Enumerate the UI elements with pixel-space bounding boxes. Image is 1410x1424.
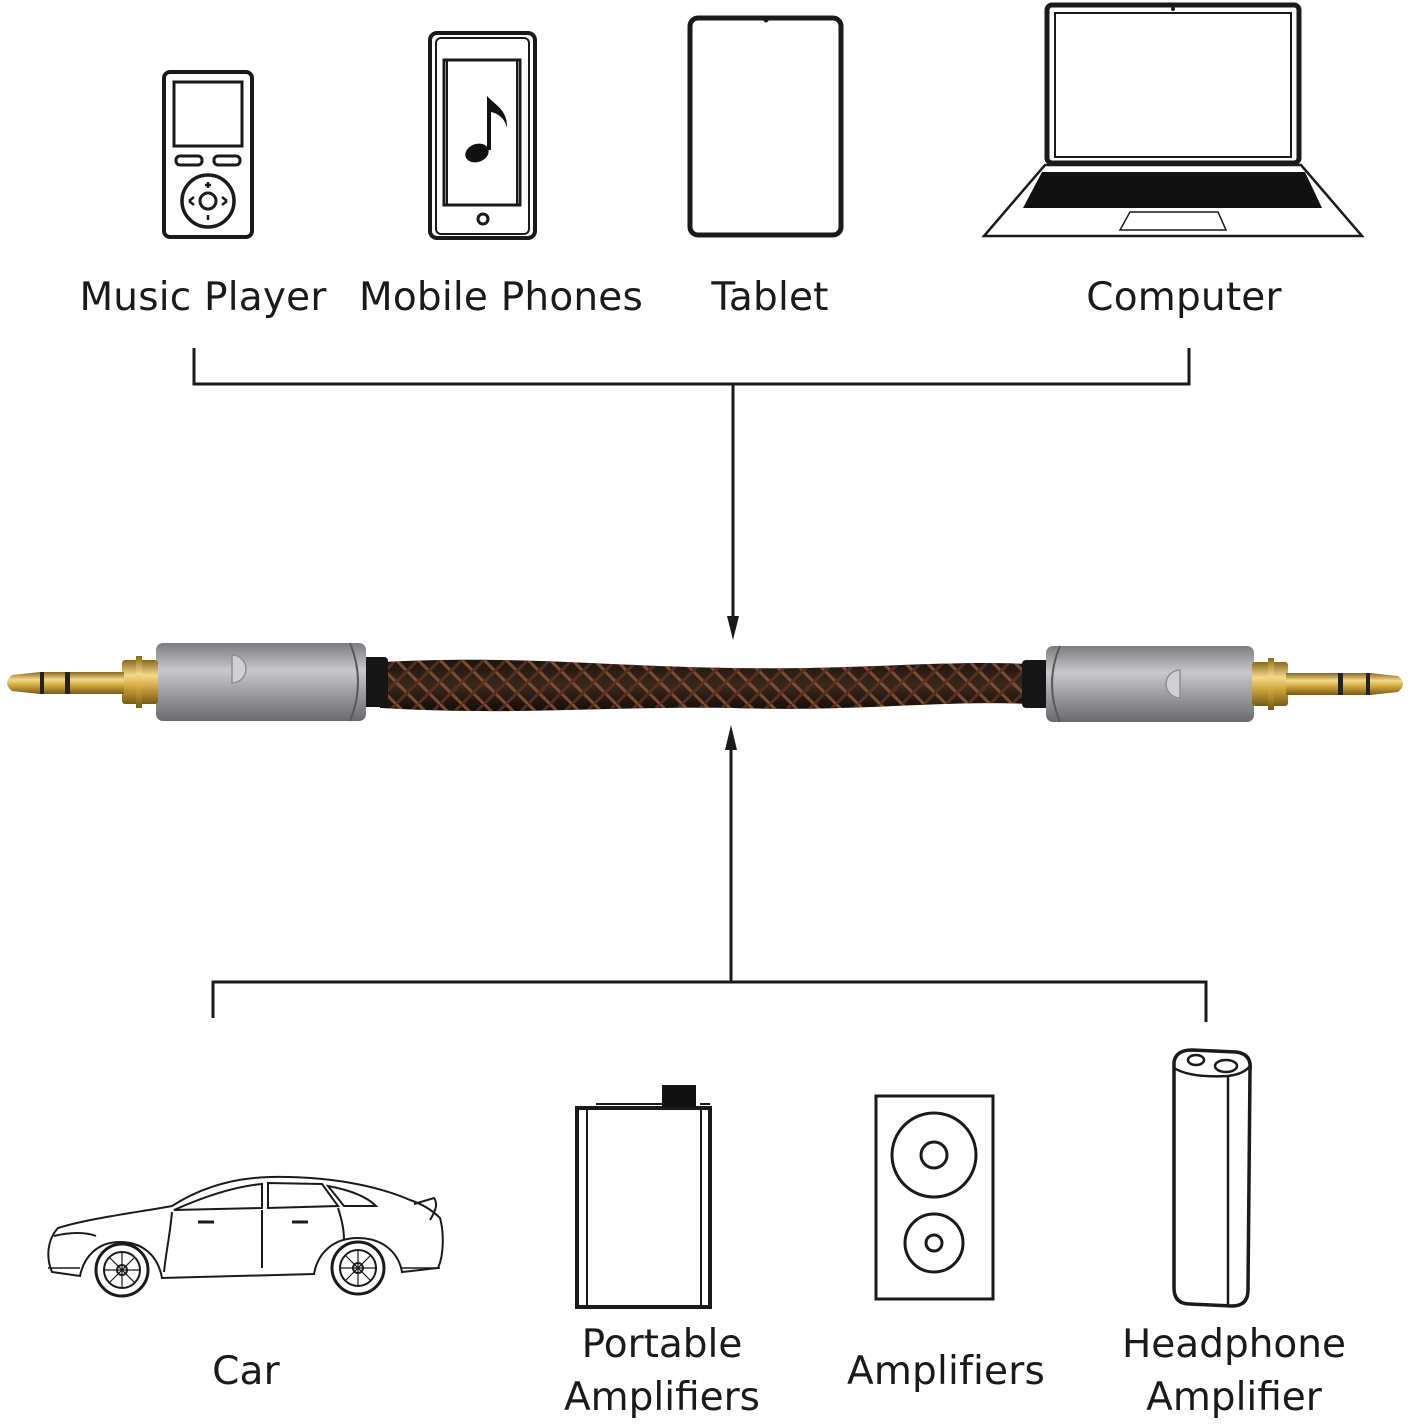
up-arrow-head [725, 725, 737, 750]
label-mobile-phones: Mobile Phones [358, 275, 644, 320]
car-icon [47, 1175, 444, 1298]
portable-amplifier-icon [575, 1085, 712, 1309]
laptop-icon [981, 2, 1365, 238]
music-player-icon [162, 70, 254, 239]
right-plug-connector [1022, 645, 1403, 723]
left-plug-connector [7, 642, 388, 722]
speaker-amplifier-icon [874, 1094, 995, 1301]
label-headphone-amplifier-line2: Amplifier [1146, 1375, 1322, 1420]
label-amplifiers: Amplifiers [846, 1349, 1046, 1394]
label-portable-amplifiers-line1: Portable [581, 1322, 743, 1367]
label-car: Car [212, 1349, 280, 1394]
label-portable-amplifiers-line2: Amplifiers [563, 1375, 761, 1420]
mobile-phone-icon [428, 31, 537, 240]
aux-cable [380, 659, 1030, 712]
music-note-icon [465, 96, 508, 163]
label-portable-amplifiers: Portable Amplifiers [564, 1318, 760, 1424]
tablet-icon [687, 15, 844, 238]
label-music-player: Music Player [79, 275, 327, 320]
label-headphone-amplifier: Headphone Amplifier [1122, 1318, 1346, 1424]
bottom-connector-bracket [211, 740, 1208, 1022]
down-arrow-head [727, 616, 739, 640]
label-computer: Computer [1086, 275, 1282, 320]
label-tablet: Tablet [711, 275, 829, 320]
top-connector-bracket [192, 348, 1191, 628]
label-headphone-amplifier-line1: Headphone [1121, 1322, 1347, 1367]
headphone-amplifier-icon [1172, 1048, 1252, 1308]
